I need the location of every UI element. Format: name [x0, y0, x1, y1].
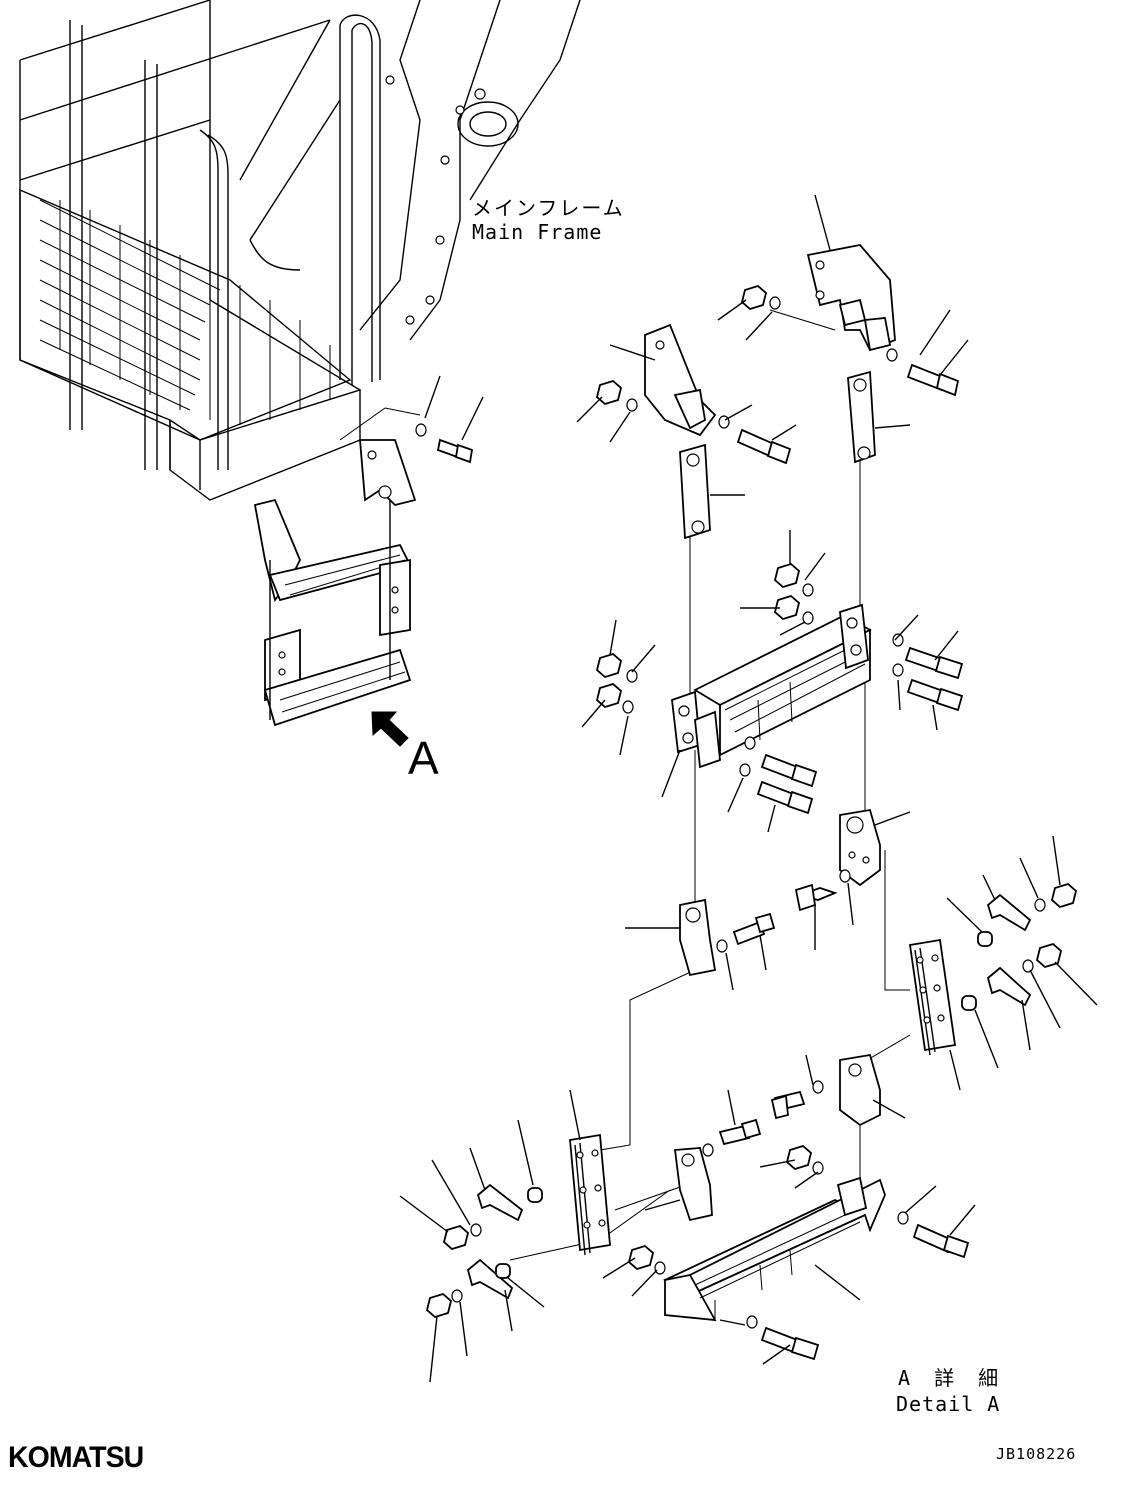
leader-lines: [399, 299, 1098, 1383]
detail-callout-letter: A: [408, 732, 439, 784]
detail-title-jp: A 詳 細: [898, 1366, 1005, 1390]
main-frame-assembly: [19, 0, 581, 501]
detail-title-en: Detail A: [896, 1392, 1001, 1416]
ladder-installed-view: [253, 439, 417, 727]
arrow-up-left-icon: [371, 711, 409, 747]
main-frame-label-en: Main Frame: [472, 220, 603, 244]
exploded-ladder-parts: [339, 194, 1032, 1322]
fasteners: [415, 284, 1078, 1361]
main-frame-label-jp: メインフレーム: [472, 196, 625, 220]
komatsu-logo: KOMATSU: [8, 1441, 144, 1474]
drawing-number: JB108226: [996, 1445, 1077, 1463]
